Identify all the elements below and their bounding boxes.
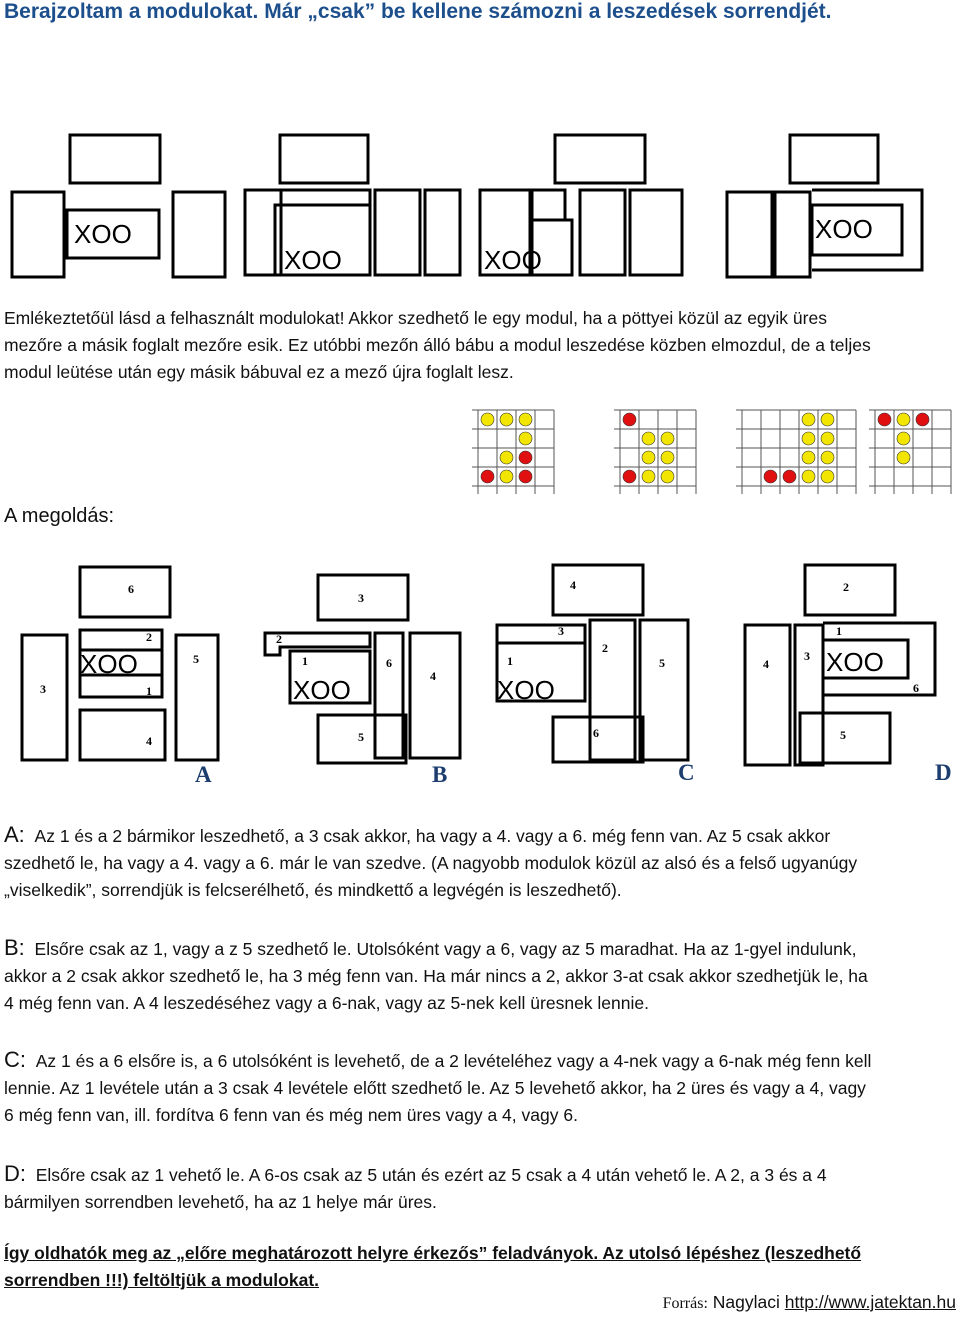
yellow-dot bbox=[518, 412, 533, 427]
num-b-2: 2 bbox=[276, 632, 282, 646]
yellow-dot bbox=[896, 450, 911, 465]
answer-b-letter: B: bbox=[4, 935, 25, 960]
yellow-dot bbox=[820, 412, 835, 427]
red-dot bbox=[877, 412, 892, 427]
red-dot bbox=[782, 469, 797, 484]
yellow-dot bbox=[499, 469, 514, 484]
yellow-dot bbox=[641, 469, 656, 484]
num-d-4: 4 bbox=[763, 657, 769, 671]
answer-c: C: Az 1 és a 6 elsőre is, a 6 utolsóként… bbox=[4, 1047, 872, 1125]
puzzle-figures: XOO XOO XOO XOO bbox=[10, 133, 924, 279]
red-dot bbox=[763, 469, 778, 484]
num-c-4: 4 bbox=[570, 578, 576, 592]
num-a-4: 4 bbox=[146, 734, 152, 748]
solution-mark-d: XOO bbox=[826, 647, 884, 677]
solution-figures: XOO XOO XOO XOO 6 2 5 3 1 4 3 2 1 6 4 5 … bbox=[20, 563, 937, 767]
puzzle-mark-1: XOO bbox=[74, 219, 132, 249]
yellow-dot bbox=[660, 431, 675, 446]
source-author: Nagylaci bbox=[712, 1292, 780, 1312]
solution-heading: A megoldás: bbox=[4, 505, 115, 527]
module-grid-2 bbox=[614, 409, 697, 494]
yellow-dot bbox=[820, 431, 835, 446]
puzzle-figure-2 bbox=[243, 133, 462, 277]
final-note: Így oldhatók meg az „előre meghatározott… bbox=[4, 1243, 862, 1290]
num-d-3: 3 bbox=[804, 649, 810, 663]
yellow-dot bbox=[499, 412, 514, 427]
yellow-dot bbox=[820, 450, 835, 465]
num-b-5: 5 bbox=[358, 730, 364, 744]
num-c-2: 2 bbox=[602, 641, 608, 655]
yellow-dot bbox=[896, 412, 911, 427]
answer-a: A: Az 1 és a 2 bármikor leszedhető, a 3 … bbox=[4, 822, 858, 900]
red-dot bbox=[622, 412, 637, 427]
num-d-2: 2 bbox=[843, 580, 849, 594]
yellow-dot bbox=[660, 450, 675, 465]
yellow-dot bbox=[641, 450, 656, 465]
figure-label-c: C bbox=[678, 760, 695, 785]
source-link[interactable]: http://www.jatektan.hu bbox=[784, 1292, 956, 1312]
num-a-3: 3 bbox=[40, 682, 46, 696]
solution-mark-b: XOO bbox=[293, 675, 351, 705]
num-b-1: 1 bbox=[302, 654, 308, 668]
yellow-dot bbox=[801, 431, 816, 446]
answer-b: B: Elsőre csak az 1, vagy a z 5 szedhető… bbox=[4, 935, 868, 1013]
module-grid-4 bbox=[869, 409, 952, 494]
yellow-dot bbox=[499, 450, 514, 465]
module-grid-1 bbox=[472, 409, 555, 494]
solution-mark-a: XOO bbox=[80, 649, 138, 679]
num-d-1: 1 bbox=[836, 624, 842, 638]
yellow-dot bbox=[820, 469, 835, 484]
solution-mark-c: XOO bbox=[497, 675, 555, 705]
source-line: Forrás: Nagylaci http://www.jatektan.hu bbox=[663, 1292, 956, 1313]
num-a-5: 5 bbox=[193, 652, 199, 666]
solution-figure-d bbox=[743, 563, 937, 767]
yellow-dot bbox=[480, 412, 495, 427]
red-dot bbox=[622, 469, 637, 484]
num-a-2: 2 bbox=[146, 630, 152, 644]
num-d-5: 5 bbox=[840, 728, 846, 742]
solution-figure-a bbox=[20, 565, 220, 762]
answer-c-letter: C: bbox=[4, 1047, 26, 1072]
solution-figure-c bbox=[495, 563, 690, 764]
yellow-dot bbox=[641, 431, 656, 446]
figure-label-d: D bbox=[935, 760, 952, 785]
num-c-1: 1 bbox=[507, 654, 513, 668]
yellow-dot bbox=[801, 412, 816, 427]
red-dot bbox=[518, 450, 533, 465]
yellow-dot bbox=[660, 469, 675, 484]
answer-a-letter: A: bbox=[4, 822, 25, 847]
answer-d: D: Elsőre csak az 1 vehető le. A 6-os cs… bbox=[4, 1161, 827, 1212]
puzzle-figure-4 bbox=[725, 133, 924, 279]
page-title: Berajzoltam a modulokat. Már „csak” be k… bbox=[4, 0, 832, 23]
figure-label-a: A bbox=[195, 762, 212, 787]
num-d-6: 6 bbox=[913, 681, 919, 695]
red-dot bbox=[480, 469, 495, 484]
answer-d-letter: D: bbox=[4, 1161, 26, 1186]
source-label: Forrás: bbox=[662, 1295, 708, 1312]
num-c-5: 5 bbox=[659, 656, 665, 670]
num-b-6: 6 bbox=[386, 656, 392, 670]
yellow-dot bbox=[896, 431, 911, 446]
solution-figure-b bbox=[263, 573, 462, 765]
red-dot bbox=[518, 469, 533, 484]
figure-label-b: B bbox=[432, 762, 448, 787]
num-b-3: 3 bbox=[358, 591, 364, 605]
num-c-3: 3 bbox=[558, 624, 564, 638]
num-c-6: 6 bbox=[593, 726, 599, 740]
module-grid-3 bbox=[736, 409, 857, 494]
puzzle-mark-3: XOO bbox=[484, 245, 542, 275]
yellow-dot bbox=[801, 450, 816, 465]
red-dot bbox=[915, 412, 930, 427]
puzzle-mark-2: XOO bbox=[284, 245, 342, 275]
num-a-1: 1 bbox=[146, 684, 152, 698]
yellow-dot bbox=[518, 431, 533, 446]
module-grids bbox=[472, 409, 952, 494]
puzzle-figure-3 bbox=[478, 133, 684, 277]
num-a-6: 6 bbox=[128, 582, 134, 596]
num-b-4: 4 bbox=[430, 669, 436, 683]
yellow-dot bbox=[801, 469, 816, 484]
puzzle-mark-4: XOO bbox=[815, 214, 873, 244]
puzzle-figure-1 bbox=[10, 133, 227, 279]
reminder-text: Emlékeztetőül lásd a felhasznált modulok… bbox=[4, 308, 871, 382]
